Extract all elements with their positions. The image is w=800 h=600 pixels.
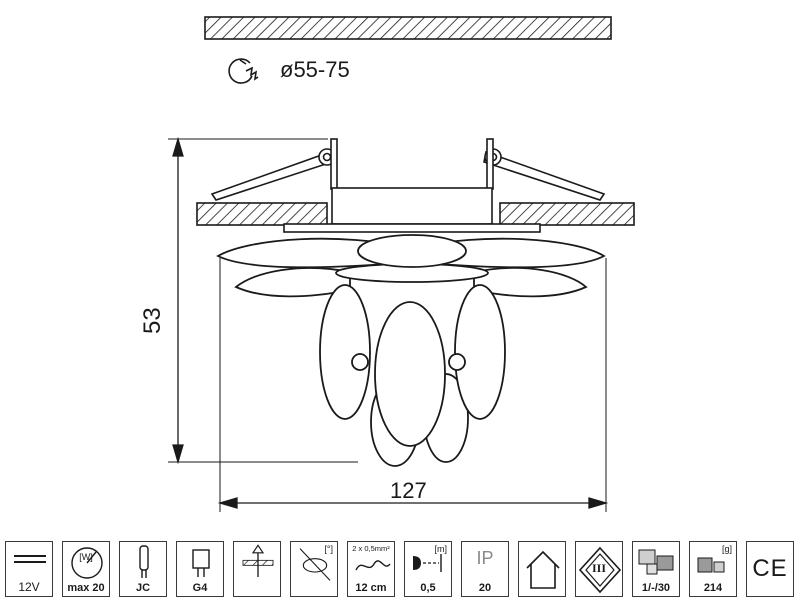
distance-unit: [m] [434,544,448,554]
ce-mark: CE [752,555,788,582]
no-rotation-icon [299,548,331,581]
lamp-distance-icon [413,554,442,572]
wattage-gauge-icon [71,547,103,579]
protection-class-tile: III [575,541,623,597]
trim-ring [283,223,541,233]
technical-drawing: ø55-75 [139,16,635,512]
spec-icon-bar: 12V [W] max 20 JC G4 [0,541,800,599]
socket-value: G4 [192,582,208,594]
cable-spec: 2 x 0,5mm² [352,544,390,553]
mounting-tile [233,541,281,597]
cable-tile: 2 x 0,5mm² 12 cm [347,541,395,597]
spring-posts [330,138,494,190]
width-dimension [217,258,609,512]
mounting-spring-left [210,148,336,201]
ip-label: IP [476,548,494,568]
ceiling-mount-arrow-icon [242,544,274,577]
socket-tile: G4 [176,541,224,597]
ceiling-slab-top [204,16,612,40]
boxes-icon [638,549,674,575]
socket-icon [192,549,210,577]
cable-length: 12 cm [355,582,387,594]
voltage-value: 12V [18,580,40,594]
wattage-unit: [W] [79,552,93,562]
ceiling-section [196,202,635,226]
housing [331,187,493,225]
height-dimension-label: 53 [139,307,166,334]
protection-class-diamond-icon [578,546,622,594]
capsule-bulb-icon [139,545,149,578]
angle-unit: [°] [324,544,333,554]
angle-tile: [°] [290,541,338,597]
wattage-tile: [W] max 20 [62,541,110,597]
weights-icon [697,557,725,573]
bulb-type-value: JC [135,582,151,594]
bulb-type-tile: JC [119,541,167,597]
weight-value: 214 [703,582,723,594]
voltage-tile: 12V [5,541,53,597]
cable-icon [355,560,391,571]
hole-saw-icon [228,58,259,84]
indoor-tile [518,541,566,597]
wattage-value: max 20 [67,582,105,594]
package-tile: 1/-/30 [632,541,680,597]
ip-tile: IP 20 [461,541,509,597]
weight-unit: [g] [721,544,732,554]
width-dimension-label: 127 [390,478,427,503]
house-icon [526,550,560,589]
ip-rating: 20 [478,582,492,594]
voltage-icon [14,555,46,563]
distance-tile: [m] 0,5 [404,541,452,597]
mounting-spring-right [483,148,606,201]
ce-tile: CE [746,541,794,597]
distance-value: 0,5 [420,582,436,594]
weight-tile: [g] 214 [689,541,737,597]
cutout-diameter-label: ø55-75 [280,57,350,82]
crystal-pendants [319,284,506,467]
package-quantity: 1/-/30 [641,582,671,594]
petals [216,234,606,298]
protection-class-value: III [591,561,606,575]
height-dimension [168,136,358,465]
